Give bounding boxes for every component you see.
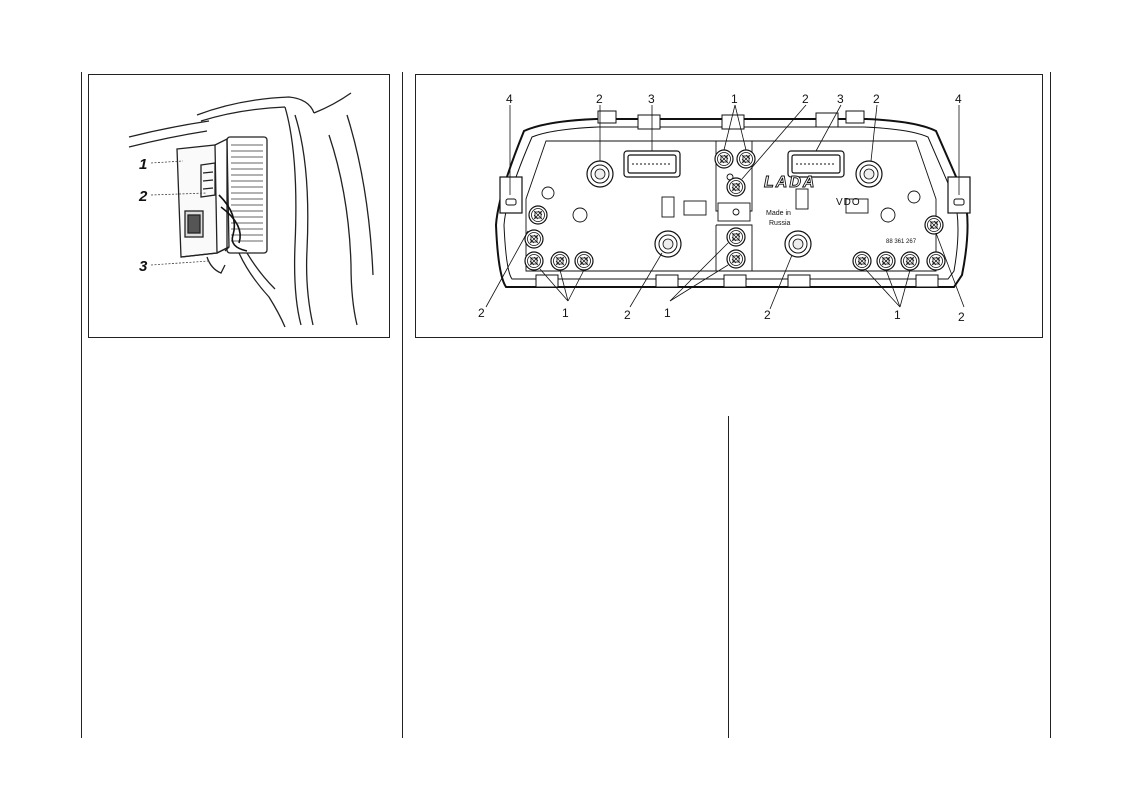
callout-top-4-right: 4	[955, 92, 962, 106]
right-figure-frame: LADA VDO Made in Russia 88 361 267	[415, 74, 1043, 338]
callout-bottom-2-d: 2	[958, 310, 965, 324]
maker-lettering: VDO	[836, 197, 861, 208]
callout-top-3-left: 3	[648, 92, 655, 106]
callout-bottom-1-c: 1	[894, 308, 901, 322]
left-callout-1: 1	[139, 156, 147, 173]
callout-top-2-c: 2	[873, 92, 880, 106]
callout-top-4-left: 4	[506, 92, 513, 106]
made-in-line-1: Made in	[766, 210, 791, 217]
left-callout-2: 2	[138, 188, 148, 205]
column-rule-inner	[728, 416, 729, 738]
callout-top-1: 1	[731, 92, 738, 106]
callout-bottom-2-a: 2	[478, 306, 485, 320]
callout-bottom-2-c: 2	[764, 308, 771, 322]
left-figure-illustration: 1 2 3	[128, 92, 374, 328]
right-figure-illustration: LADA VDO Made in Russia 88 361 267	[478, 92, 971, 324]
left-callout-3: 3	[139, 258, 148, 275]
callout-bottom-2-b: 2	[624, 308, 631, 322]
callout-top-3-right: 3	[837, 92, 844, 106]
callout-top-2-a: 2	[596, 92, 603, 106]
callout-top-2-b: 2	[802, 92, 809, 106]
column-rule-left	[81, 72, 82, 738]
brand-lettering: LADA	[764, 174, 816, 191]
callout-bottom-1-b: 1	[664, 306, 671, 320]
column-rule-mid	[402, 72, 403, 738]
part-number: 88 361 267	[886, 239, 917, 245]
column-rule-right	[1050, 72, 1051, 738]
left-figure-frame: 1 2 3	[88, 74, 390, 338]
made-in-line-2: Russia	[769, 220, 791, 227]
callout-bottom-1-a: 1	[562, 306, 569, 320]
